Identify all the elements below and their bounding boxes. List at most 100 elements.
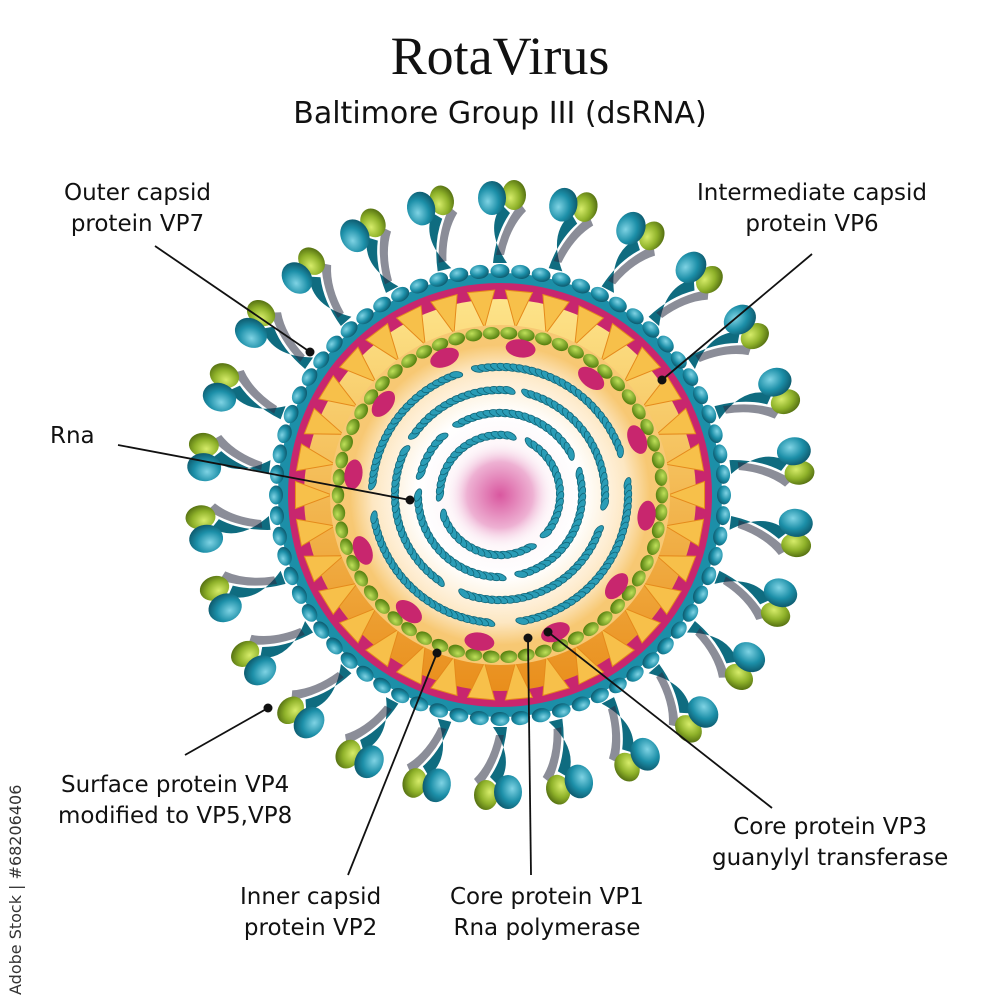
surface-spike <box>402 718 452 803</box>
vp2-bead <box>465 648 483 662</box>
vp2-bead <box>621 389 637 405</box>
spike-stem <box>490 727 507 785</box>
vp7-bead <box>283 566 299 586</box>
spike-stem <box>729 456 789 474</box>
vp2-bead <box>534 332 552 346</box>
leader-vp4-dot <box>263 703 273 713</box>
diagram-title: RotaVirus <box>390 26 610 86</box>
surface-spike <box>474 727 522 810</box>
vp7-bead <box>682 368 699 386</box>
rna-coil <box>539 528 553 539</box>
spike-head-lime <box>760 602 791 627</box>
vp6-trimer <box>623 607 662 644</box>
spike-head-teal <box>422 768 451 803</box>
spike-head-lime <box>573 192 598 222</box>
rna-segments <box>368 362 633 627</box>
surface-spike <box>234 300 314 369</box>
spike-head-teal <box>732 642 766 673</box>
vp7-bead <box>657 637 674 655</box>
spike-stem <box>548 718 571 778</box>
spike-shadow <box>248 628 305 645</box>
vp7-bead <box>277 424 292 444</box>
surface-spike <box>478 180 526 263</box>
spike-head-teal <box>564 764 594 799</box>
spike-stem <box>366 237 399 293</box>
core-enzyme <box>578 366 605 391</box>
vp6-trimer <box>365 627 400 668</box>
vp2-bead <box>448 644 466 658</box>
spike-shadow <box>695 628 729 678</box>
leader-rna <box>117 444 411 501</box>
spike-shadow <box>344 705 393 745</box>
core-enzyme <box>430 347 459 368</box>
vp7-bead <box>571 278 591 294</box>
spike-shadow <box>496 203 526 255</box>
surface-spike <box>231 621 314 686</box>
vp7-bead <box>551 272 571 287</box>
vp7-bead <box>340 321 358 338</box>
vp2-bead <box>346 554 360 572</box>
surface-spike <box>686 621 766 690</box>
leader-vp1 <box>527 637 532 876</box>
vp2-bead <box>551 337 569 352</box>
spike-head-teal <box>675 251 707 284</box>
vp7-bead <box>391 286 410 303</box>
spike-head-teal <box>354 745 384 779</box>
vp7-bead <box>272 444 287 464</box>
vp7-bead <box>642 321 660 338</box>
spike-shadow <box>542 727 562 784</box>
vp6-trimer <box>655 555 697 583</box>
vp6-trimer <box>318 582 359 616</box>
spike-shadow <box>722 576 766 621</box>
vp6-trimer <box>655 407 697 435</box>
vp6-trimer <box>295 518 337 547</box>
rna-coil <box>515 617 530 625</box>
vp2-bead <box>647 538 660 556</box>
spike-shadow <box>737 519 788 556</box>
surface-spikes-vp4 <box>185 180 815 810</box>
rna-coil <box>567 447 575 461</box>
vp7-bead <box>313 351 330 369</box>
leader-rna-dot <box>405 495 415 505</box>
spike-shadow <box>291 671 344 701</box>
spike-head-teal <box>630 737 660 771</box>
vp2-bead <box>654 504 668 521</box>
leader-vp4 <box>184 707 269 756</box>
spike-head-teal <box>234 317 268 348</box>
inner-capsid-beads-vp2 <box>331 327 669 663</box>
core-center <box>445 440 555 550</box>
vp2-bead <box>610 376 625 392</box>
vp2-bead <box>416 631 433 645</box>
vp7-bead <box>716 506 731 526</box>
vp7-bead <box>571 696 591 712</box>
spike-head-teal <box>778 508 813 537</box>
core-enzymes-vp1-vp3 <box>344 339 656 651</box>
vp7-bead <box>326 637 343 655</box>
vp2-bead <box>332 469 346 486</box>
vp6-trimer <box>338 346 377 383</box>
rna-coil <box>399 445 411 457</box>
spike-stem <box>686 331 740 369</box>
vp6-trimer <box>542 293 570 335</box>
vp7-bead <box>490 264 510 278</box>
spike-shadow <box>607 705 621 763</box>
vp7-bead <box>670 621 687 639</box>
spike-stem <box>714 392 772 420</box>
vp7-bead <box>449 708 469 723</box>
core-enzyme <box>505 339 536 358</box>
vp6-trimer <box>430 293 458 335</box>
spike-head-lime <box>188 432 219 457</box>
rna-coil <box>370 510 378 525</box>
vp2-bead <box>583 353 599 368</box>
vp6-trimer <box>641 582 682 616</box>
vp2-bead <box>651 521 665 539</box>
vp2-bead <box>610 598 625 614</box>
surface-spike <box>406 185 458 272</box>
leader-vp3 <box>547 631 773 809</box>
label-leader-lines <box>117 245 813 876</box>
spike-head-teal <box>763 578 798 608</box>
